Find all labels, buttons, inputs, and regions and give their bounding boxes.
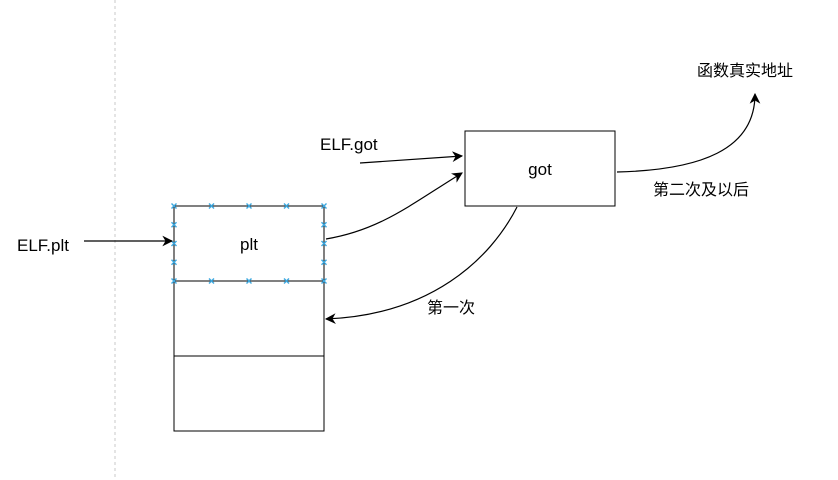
edge-got-to-real-address[interactable] <box>616 92 761 173</box>
selection-handle[interactable] <box>321 259 327 266</box>
selection-handle[interactable] <box>171 278 177 284</box>
first-time-label: 第一次 <box>427 298 475 317</box>
plt-selection-handles[interactable] <box>171 203 327 284</box>
selection-handle[interactable] <box>321 278 327 284</box>
plt-slot-2[interactable] <box>173 280 325 357</box>
plt-slot-3[interactable] <box>173 355 325 432</box>
plt-node-label: plt <box>240 235 258 254</box>
second-time-onward-label: 第二次及以后 <box>653 180 749 199</box>
elf-plt-label: ELF.plt <box>17 236 69 255</box>
selection-handle[interactable] <box>321 203 327 209</box>
edge-elf-got-to-got[interactable] <box>359 151 464 164</box>
selection-handle[interactable] <box>283 278 290 284</box>
selection-handle[interactable] <box>171 203 177 209</box>
selection-handle[interactable] <box>246 203 252 209</box>
selection-handle[interactable] <box>283 203 290 209</box>
selection-handle[interactable] <box>171 259 177 266</box>
selection-handle[interactable] <box>171 221 177 228</box>
got-node-label: got <box>528 160 552 179</box>
selection-handle[interactable] <box>246 278 252 284</box>
selection-handle[interactable] <box>321 221 327 228</box>
selection-handle[interactable] <box>208 203 215 209</box>
edge-got-to-plt-first-time[interactable] <box>324 206 518 325</box>
elf-got-label: ELF.got <box>320 135 378 154</box>
edge-plt-to-got[interactable] <box>325 172 463 240</box>
selection-handle[interactable] <box>321 240 327 247</box>
real-address-label: 函数真实地址 <box>697 61 793 80</box>
got-node[interactable] <box>464 130 616 207</box>
selection-handle[interactable] <box>208 278 215 284</box>
